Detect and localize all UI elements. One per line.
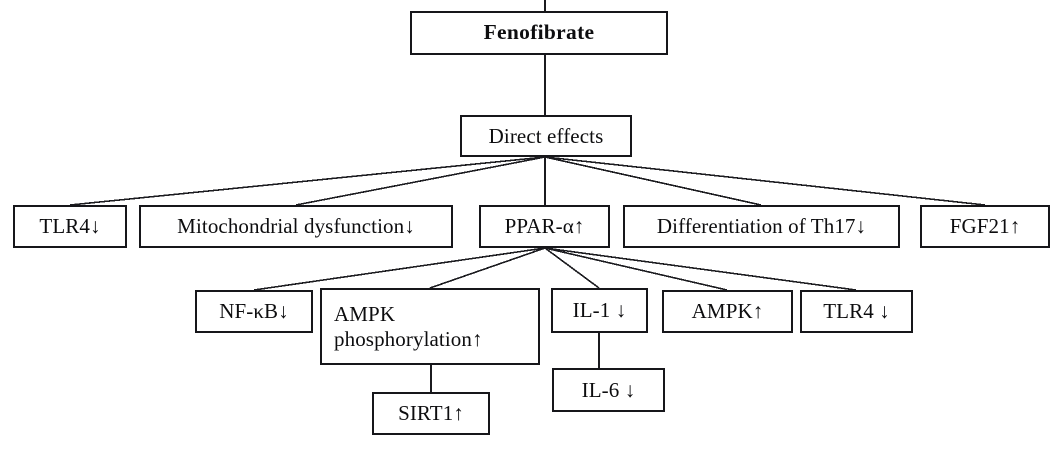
- node-il1[interactable]: IL-1 ↓: [551, 288, 648, 333]
- node-mito[interactable]: Mitochondrial dysfunction↓: [139, 205, 453, 248]
- node-label-mito: Mitochondrial dysfunction↓: [177, 214, 415, 239]
- node-direct-effects[interactable]: Direct effects: [460, 115, 632, 157]
- node-label-nfkb: NF-κB↓: [219, 299, 289, 324]
- node-ampk-phos[interactable]: AMPK phosphorylation↑: [320, 288, 540, 365]
- node-ppar[interactable]: PPAR-α↑: [479, 205, 610, 248]
- connector-direct-fgf21: [544, 156, 986, 206]
- connector-ppar-ampkphos: [429, 247, 546, 289]
- node-label-ppar: PPAR-α↑: [504, 214, 585, 239]
- node-sirt1[interactable]: SIRT1↑: [372, 392, 490, 435]
- node-fenofibrate[interactable]: Fenofibrate: [410, 11, 668, 55]
- node-fgf21[interactable]: FGF21↑: [920, 205, 1050, 248]
- connector-ppar-tlr4b: [544, 247, 857, 291]
- connector-ppar-il1: [544, 247, 600, 289]
- node-il6[interactable]: IL-6 ↓: [552, 368, 665, 412]
- node-th17[interactable]: Differentiation of Th17↓: [623, 205, 900, 248]
- node-label-ampk-phos: AMPK phosphorylation↑: [334, 301, 483, 351]
- connector-ppar-ampk: [544, 247, 728, 291]
- node-label-fgf21: FGF21↑: [949, 214, 1021, 239]
- node-label-fenofibrate: Fenofibrate: [483, 20, 595, 45]
- connector-direct-mito: [295, 156, 546, 206]
- connector-direct-tlr4a: [69, 156, 546, 206]
- node-label-tlr4-b: TLR4 ↓: [823, 299, 890, 324]
- node-tlr4-a[interactable]: TLR4↓: [13, 205, 127, 248]
- node-label-il6: IL-6 ↓: [581, 377, 636, 402]
- node-label-il1: IL-1 ↓: [572, 298, 627, 323]
- node-label-sirt1: SIRT1↑: [398, 401, 464, 426]
- node-nfkb[interactable]: NF-κB↓: [195, 290, 313, 333]
- node-label-th17: Differentiation of Th17↓: [656, 214, 867, 239]
- node-label-direct-effects: Direct effects: [488, 123, 604, 148]
- node-label-tlr4-a: TLR4↓: [39, 214, 101, 239]
- node-tlr4-b[interactable]: TLR4 ↓: [800, 290, 913, 333]
- node-label-ampk: AMPK↑: [691, 299, 764, 324]
- node-ampk[interactable]: AMPK↑: [662, 290, 793, 333]
- connector-direct-th17: [544, 156, 762, 206]
- connector-ppar-nfkb: [253, 247, 546, 291]
